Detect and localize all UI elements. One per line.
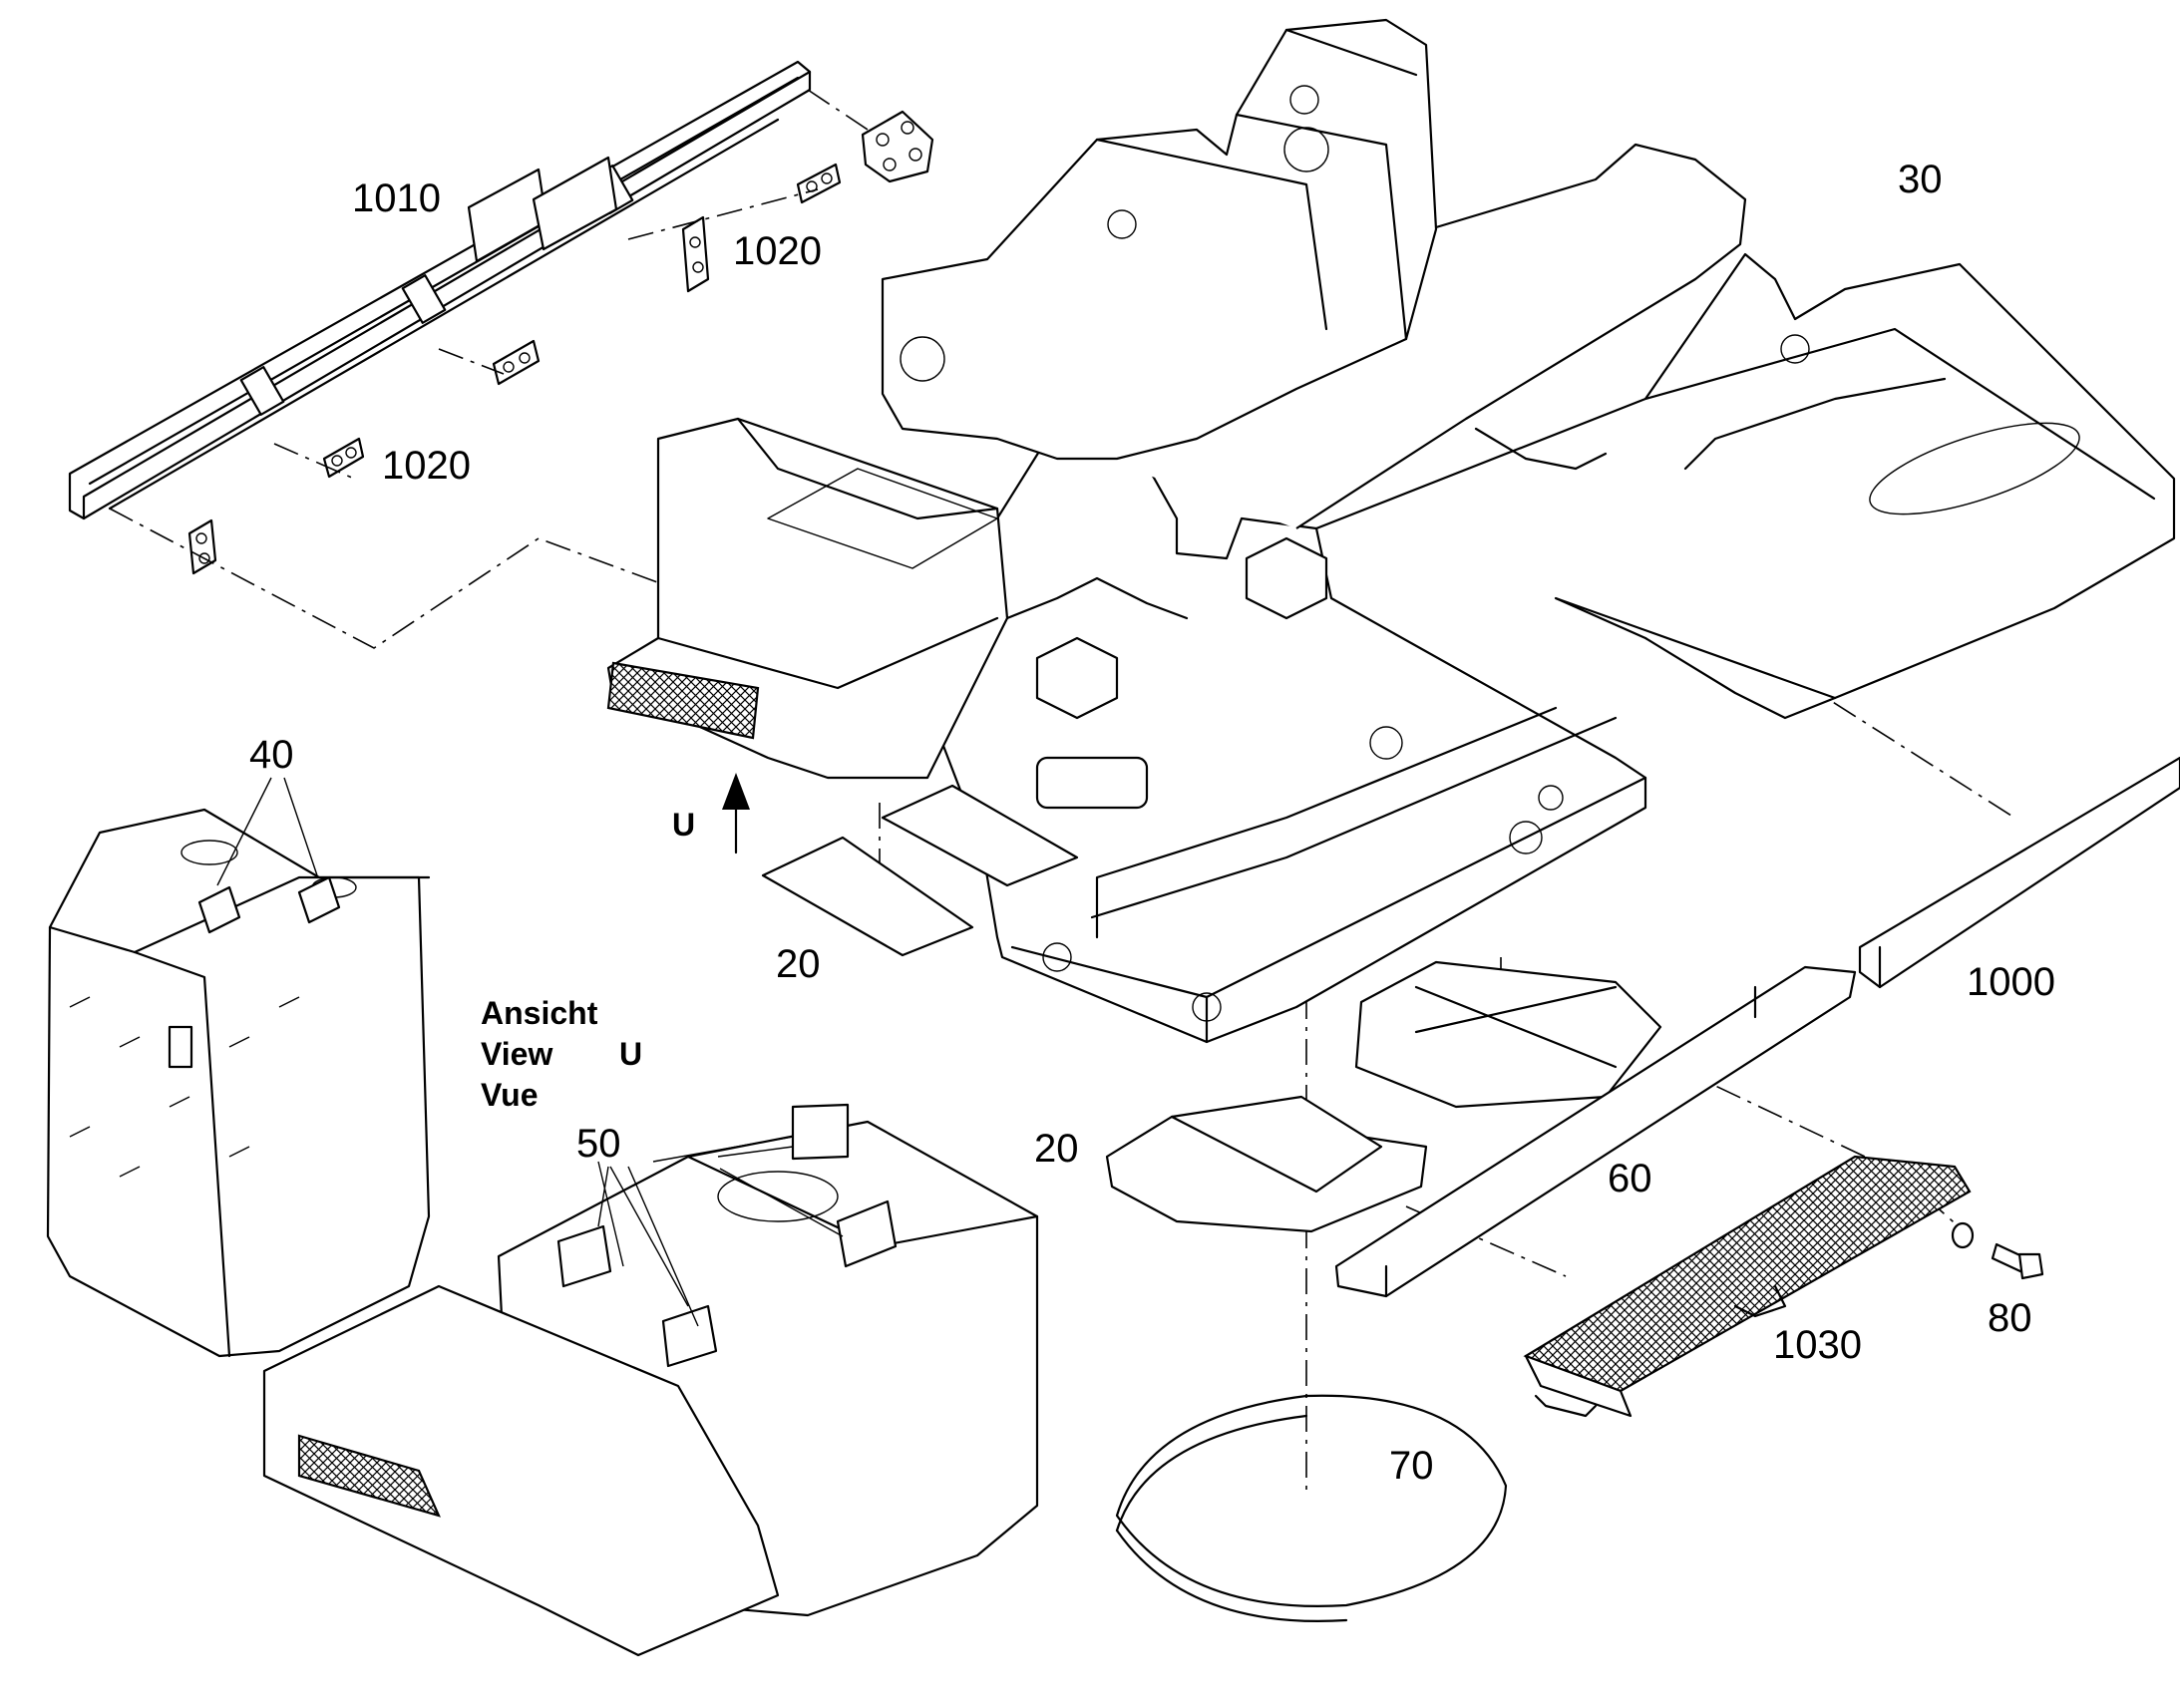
label-1020-lower: 1020 xyxy=(382,444,471,488)
part-1030-step xyxy=(1523,1155,1972,1418)
caption-vue: Vue xyxy=(481,1077,539,1113)
part-80-bolt xyxy=(1951,1221,2044,1280)
caption-view-letter: U xyxy=(619,1036,642,1072)
part-1010-side-rail xyxy=(68,60,812,520)
label-80: 80 xyxy=(1988,1296,2032,1340)
label-70: 70 xyxy=(1389,1444,1434,1488)
label-50: 50 xyxy=(576,1122,621,1166)
part-40-tank xyxy=(46,808,431,1358)
view-u-caption: Ansicht View U Vue xyxy=(481,995,642,1113)
label-40: 40 xyxy=(249,733,294,777)
part-60-beam xyxy=(1334,965,1857,1298)
part-20-floor-plates xyxy=(761,784,1662,1233)
label-60: 60 xyxy=(1608,1157,1652,1200)
label-30: 30 xyxy=(1898,158,1943,201)
caption-view: View xyxy=(481,1036,552,1072)
engine-housing xyxy=(606,18,1438,780)
part-50-view-u-assembly xyxy=(262,1103,1039,1657)
label-20-upper: 20 xyxy=(776,942,821,986)
leader-lines xyxy=(216,777,689,1307)
view-u-arrow: U xyxy=(672,773,750,854)
caption-ansicht: Ansicht xyxy=(481,995,598,1031)
label-1020-upper: 1020 xyxy=(733,229,822,273)
arrow-u-letter: U xyxy=(672,807,695,843)
part-1020-plates xyxy=(187,110,934,575)
part-30-main-frame xyxy=(915,143,2176,1044)
part-number-labels: 1010 1020 1020 30 40 20 20 50 60 70 80 1… xyxy=(249,158,2055,1488)
label-20-lower: 20 xyxy=(1034,1127,1079,1171)
label-1010: 1010 xyxy=(352,176,441,220)
part-1000-beam xyxy=(1858,756,2180,989)
label-1000: 1000 xyxy=(1967,960,2055,1004)
part-70-band-ring xyxy=(1115,1394,1508,1622)
label-1030: 1030 xyxy=(1773,1323,1862,1367)
